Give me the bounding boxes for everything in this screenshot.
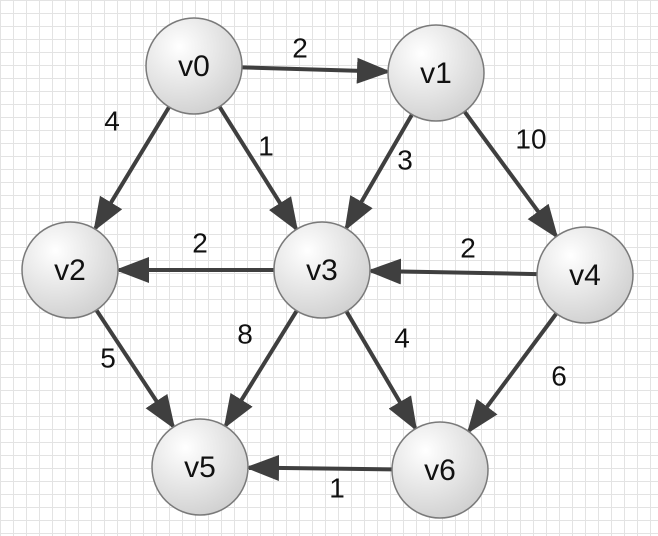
edge-weight-v0-v1: 2 xyxy=(292,32,308,63)
edge-v2-v5 xyxy=(94,308,176,430)
edge-v4-v3 xyxy=(367,258,538,285)
edge-v3-v6 xyxy=(344,310,418,432)
edge-weight-v0-v2: 4 xyxy=(104,105,120,136)
node-v4: v4 xyxy=(536,226,634,324)
node-v2: v2 xyxy=(21,221,119,319)
node-label-v1: v1 xyxy=(420,57,452,90)
node-v5: v5 xyxy=(151,418,249,516)
node-label-v3: v3 xyxy=(306,254,338,287)
node-label-v6: v6 xyxy=(424,454,456,487)
edge-weight-v4-v6: 6 xyxy=(551,360,567,391)
node-label-v4: v4 xyxy=(569,259,601,292)
edge-layer: 2 4 1 3 10 2 2 5 8 4 6 1 xyxy=(93,32,567,503)
node-label-v2: v2 xyxy=(54,254,86,287)
edge-v1-v4 xyxy=(462,110,559,239)
edge-v4-v6 xyxy=(466,312,559,434)
edge-v0-v2 xyxy=(93,105,171,232)
edge-weight-v0-v3: 1 xyxy=(258,130,274,161)
edge-v3-v5 xyxy=(223,309,299,429)
node-v0: v0 xyxy=(145,17,243,115)
node-circle-v2 xyxy=(21,221,119,319)
node-circle-v6 xyxy=(391,421,489,519)
node-circle-v3 xyxy=(273,221,371,319)
edge-weight-v3-v5: 8 xyxy=(237,318,253,349)
node-circle-v5 xyxy=(151,418,249,516)
edge-weight-v1-v3: 3 xyxy=(397,144,413,175)
edge-v1-v3 xyxy=(344,113,414,232)
node-circle-v0 xyxy=(145,17,243,115)
node-v3: v3 xyxy=(273,221,371,319)
edge-weight-v6-v5: 1 xyxy=(329,472,345,503)
node-circle-v1 xyxy=(387,24,485,122)
edge-v0-v1 xyxy=(241,57,391,84)
edge-weight-v3-v6: 4 xyxy=(394,322,410,353)
edge-weight-v3-v2: 2 xyxy=(192,227,208,258)
edge-v0-v3 xyxy=(217,105,299,232)
edge-weight-v4-v3: 2 xyxy=(460,232,476,263)
node-circle-v4 xyxy=(536,226,634,324)
edge-v6-v5 xyxy=(245,454,393,481)
edge-weight-v2-v5: 5 xyxy=(100,342,116,373)
node-v1: v1 xyxy=(387,24,485,122)
node-v6: v6 xyxy=(391,421,489,519)
node-label-v0: v0 xyxy=(178,50,210,83)
node-label-v5: v5 xyxy=(184,451,216,484)
node-layer: v0 v1 v2 v3 v4 v5 v6 xyxy=(21,17,634,519)
edge-weight-v1-v4: 10 xyxy=(515,123,546,154)
